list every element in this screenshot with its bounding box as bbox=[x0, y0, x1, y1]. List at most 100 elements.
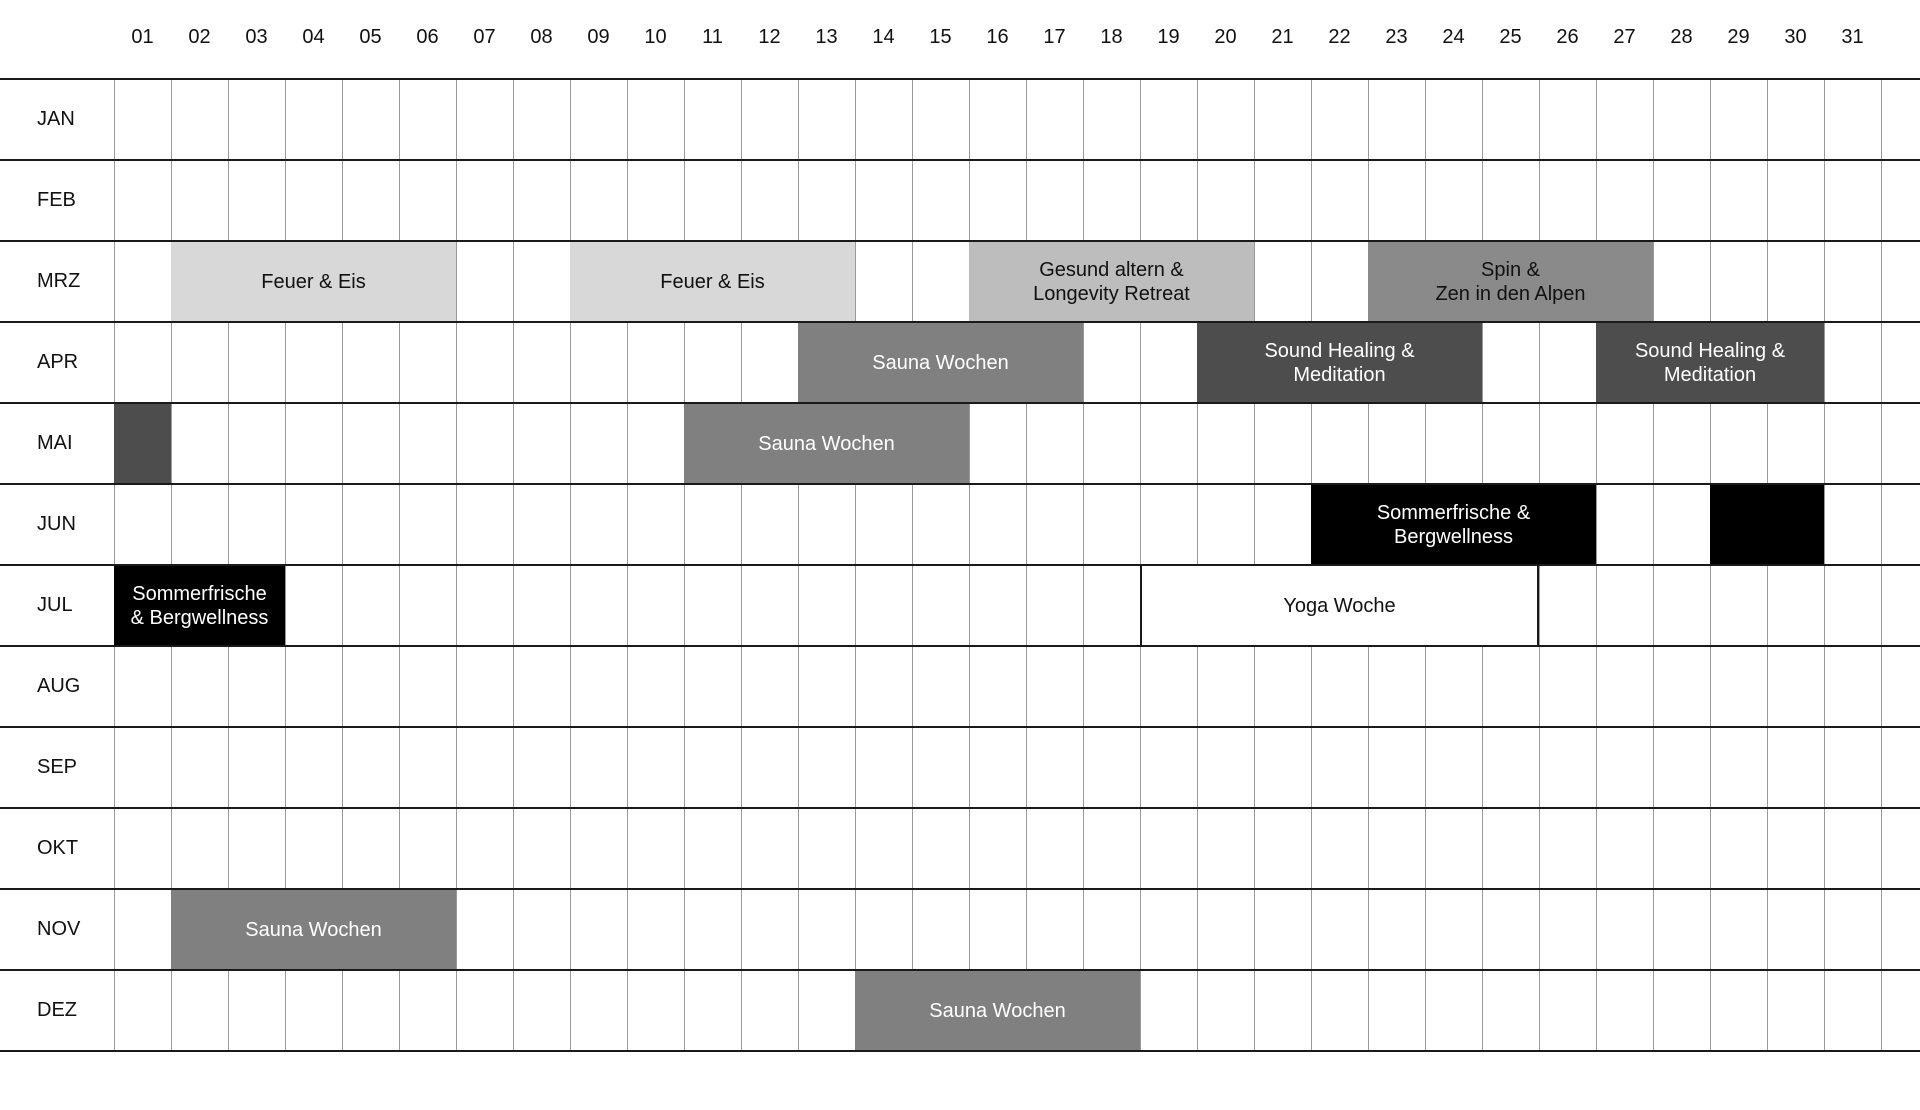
day-cell[interactable] bbox=[1026, 890, 1083, 969]
day-cell[interactable] bbox=[1539, 323, 1596, 402]
day-cell[interactable] bbox=[1368, 161, 1425, 240]
day-cell[interactable] bbox=[1368, 809, 1425, 888]
day-cell[interactable] bbox=[570, 404, 627, 483]
day-cell[interactable] bbox=[1710, 566, 1767, 645]
day-cell[interactable] bbox=[228, 161, 285, 240]
day-cell[interactable] bbox=[969, 161, 1026, 240]
day-cell[interactable] bbox=[741, 80, 798, 159]
day-cell[interactable] bbox=[627, 80, 684, 159]
day-cell[interactable] bbox=[1539, 971, 1596, 1050]
day-cell[interactable] bbox=[228, 647, 285, 726]
day-cell[interactable] bbox=[1140, 161, 1197, 240]
day-cell[interactable] bbox=[798, 971, 855, 1050]
day-cell[interactable] bbox=[798, 485, 855, 564]
event-unlabeled[interactable] bbox=[114, 404, 171, 483]
day-cell[interactable] bbox=[969, 728, 1026, 807]
day-cell[interactable] bbox=[798, 728, 855, 807]
day-cell[interactable] bbox=[513, 890, 570, 969]
day-cell[interactable] bbox=[1083, 485, 1140, 564]
day-cell[interactable] bbox=[342, 323, 399, 402]
day-cell[interactable] bbox=[969, 809, 1026, 888]
day-cell[interactable] bbox=[1767, 647, 1824, 726]
day-cell[interactable] bbox=[1653, 890, 1710, 969]
day-cell[interactable] bbox=[1767, 809, 1824, 888]
day-cell[interactable] bbox=[1596, 485, 1653, 564]
day-cell[interactable] bbox=[1197, 404, 1254, 483]
day-cell[interactable] bbox=[1824, 161, 1881, 240]
event-gesund-altern-longevity-retreat[interactable]: Gesund altern & Longevity Retreat bbox=[969, 242, 1254, 321]
day-cell[interactable] bbox=[912, 728, 969, 807]
day-cell[interactable] bbox=[1482, 809, 1539, 888]
day-cell[interactable] bbox=[969, 647, 1026, 726]
event-sauna-wochen[interactable]: Sauna Wochen bbox=[855, 971, 1140, 1050]
day-cell[interactable] bbox=[171, 161, 228, 240]
day-cell[interactable] bbox=[969, 566, 1026, 645]
day-cell[interactable] bbox=[114, 485, 171, 564]
day-cell[interactable] bbox=[798, 890, 855, 969]
day-cell[interactable] bbox=[1368, 971, 1425, 1050]
day-cell[interactable] bbox=[1539, 890, 1596, 969]
day-cell[interactable] bbox=[456, 242, 513, 321]
day-cell[interactable] bbox=[1425, 647, 1482, 726]
day-cell[interactable] bbox=[1596, 971, 1653, 1050]
day-cell[interactable] bbox=[570, 971, 627, 1050]
day-cell[interactable] bbox=[969, 80, 1026, 159]
day-cell[interactable] bbox=[285, 647, 342, 726]
day-cell[interactable] bbox=[342, 566, 399, 645]
day-cell[interactable] bbox=[513, 404, 570, 483]
day-cell[interactable] bbox=[513, 971, 570, 1050]
day-cell[interactable] bbox=[1482, 890, 1539, 969]
day-cell[interactable] bbox=[855, 647, 912, 726]
day-cell[interactable] bbox=[1767, 566, 1824, 645]
day-cell[interactable] bbox=[627, 728, 684, 807]
day-cell[interactable] bbox=[399, 647, 456, 726]
day-cell[interactable] bbox=[456, 890, 513, 969]
day-cell[interactable] bbox=[627, 161, 684, 240]
day-cell[interactable] bbox=[114, 971, 171, 1050]
day-cell[interactable] bbox=[342, 647, 399, 726]
day-cell[interactable] bbox=[456, 971, 513, 1050]
day-cell[interactable] bbox=[570, 890, 627, 969]
event-sommerfrische-bergwellness[interactable]: Sommerfrische & Bergwellness bbox=[114, 566, 285, 645]
day-cell[interactable] bbox=[171, 647, 228, 726]
day-cell[interactable] bbox=[1596, 161, 1653, 240]
day-cell[interactable] bbox=[342, 80, 399, 159]
day-cell[interactable] bbox=[1482, 647, 1539, 726]
day-cell[interactable] bbox=[1653, 242, 1710, 321]
day-cell[interactable] bbox=[456, 323, 513, 402]
day-cell[interactable] bbox=[1254, 404, 1311, 483]
day-cell[interactable] bbox=[513, 809, 570, 888]
day-cell[interactable] bbox=[114, 890, 171, 969]
day-cell[interactable] bbox=[1482, 80, 1539, 159]
day-cell[interactable] bbox=[1425, 809, 1482, 888]
day-cell[interactable] bbox=[1197, 161, 1254, 240]
day-cell[interactable] bbox=[1026, 404, 1083, 483]
day-cell[interactable] bbox=[912, 80, 969, 159]
day-cell[interactable] bbox=[627, 566, 684, 645]
day-cell[interactable] bbox=[1482, 728, 1539, 807]
day-cell[interactable] bbox=[969, 485, 1026, 564]
day-cell[interactable] bbox=[1140, 485, 1197, 564]
day-cell[interactable] bbox=[684, 890, 741, 969]
day-cell[interactable] bbox=[285, 161, 342, 240]
day-cell[interactable] bbox=[1824, 566, 1881, 645]
day-cell[interactable] bbox=[1026, 80, 1083, 159]
day-cell[interactable] bbox=[1539, 404, 1596, 483]
day-cell[interactable] bbox=[1197, 80, 1254, 159]
day-cell[interactable] bbox=[285, 80, 342, 159]
day-cell[interactable] bbox=[114, 323, 171, 402]
day-cell[interactable] bbox=[684, 485, 741, 564]
day-cell[interactable] bbox=[912, 890, 969, 969]
day-cell[interactable] bbox=[114, 161, 171, 240]
day-cell[interactable] bbox=[1026, 728, 1083, 807]
day-cell[interactable] bbox=[627, 890, 684, 969]
day-cell[interactable] bbox=[285, 728, 342, 807]
day-cell[interactable] bbox=[1653, 809, 1710, 888]
day-cell[interactable] bbox=[741, 566, 798, 645]
day-cell[interactable] bbox=[399, 971, 456, 1050]
day-cell[interactable] bbox=[1140, 647, 1197, 726]
day-cell[interactable] bbox=[513, 161, 570, 240]
day-cell[interactable] bbox=[1767, 80, 1824, 159]
day-cell[interactable] bbox=[1539, 80, 1596, 159]
day-cell[interactable] bbox=[513, 242, 570, 321]
